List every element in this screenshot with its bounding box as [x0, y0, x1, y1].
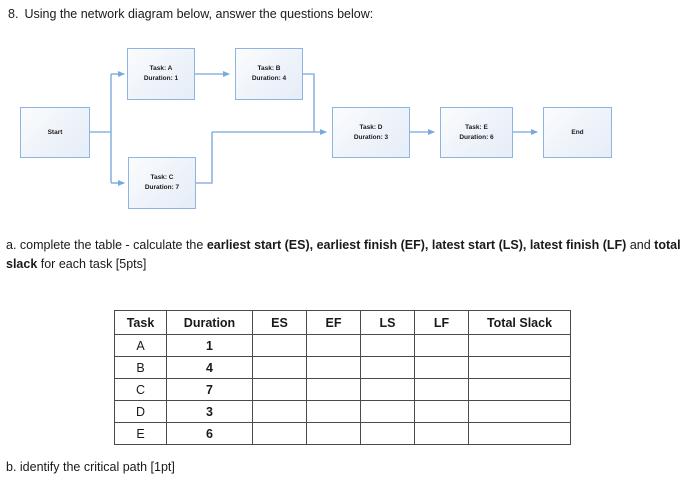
- node-task-b-title: Task: B: [257, 65, 281, 72]
- cell-ls[interactable]: [360, 422, 415, 445]
- node-task-d-title: Task: D: [359, 123, 383, 131]
- part-a-suffix: for each task [5pts]: [37, 257, 147, 271]
- header-total-slack: Total Slack: [468, 310, 571, 335]
- part-a-prefix: a. complete the table - calculate the: [6, 238, 207, 252]
- cell-duration: 4: [166, 356, 253, 379]
- question-prompt: Using the network diagram below, answer …: [24, 7, 374, 21]
- cell-duration: 3: [166, 400, 253, 423]
- connector-b-down: [303, 73, 315, 132]
- table-row: D 3: [114, 400, 571, 423]
- part-a-mid: and: [626, 238, 655, 252]
- cell-ls[interactable]: [360, 334, 415, 357]
- table-row: B 4: [114, 356, 571, 379]
- header-lf: LF: [414, 310, 469, 335]
- cell-es[interactable]: [252, 378, 307, 401]
- node-end-title: End: [571, 128, 584, 136]
- node-task-e[interactable]: Task: E Duration: 6: [440, 107, 513, 158]
- cell-slack[interactable]: [468, 400, 571, 423]
- node-task-d-duration: Duration: 3: [353, 133, 389, 141]
- cell-lf[interactable]: [414, 400, 469, 423]
- header-ls: LS: [360, 310, 415, 335]
- header-duration: Duration: [166, 310, 253, 335]
- part-b-instructions: b. identify the critical path [1pt]: [6, 460, 175, 474]
- cell-task: B: [114, 356, 167, 379]
- cell-ls[interactable]: [360, 356, 415, 379]
- part-a-bold-slack: total slack: [6, 238, 681, 271]
- cell-es[interactable]: [252, 422, 307, 445]
- cell-ef[interactable]: [306, 400, 361, 423]
- cell-duration: 6: [166, 422, 253, 445]
- cell-ef[interactable]: [306, 422, 361, 445]
- cell-task: D: [114, 400, 167, 423]
- cell-duration: 1: [166, 334, 253, 357]
- cell-slack[interactable]: [468, 334, 571, 357]
- node-task-e-duration: Duration: 6: [459, 133, 494, 141]
- slack-table-wrapper: Task Duration ES EF LS LF Total Slack A …: [114, 310, 571, 445]
- table-row: C 7: [114, 378, 571, 401]
- node-start-title: Start: [47, 128, 63, 136]
- question-number: 8.: [8, 7, 19, 21]
- node-task-b-duration: Duration: 4: [251, 75, 287, 82]
- cell-task: E: [114, 422, 167, 445]
- cell-task: A: [114, 334, 167, 357]
- cell-task: C: [114, 378, 167, 401]
- cell-slack[interactable]: [468, 378, 571, 401]
- cell-duration: 7: [166, 378, 253, 401]
- cell-ef[interactable]: [306, 378, 361, 401]
- question-heading: 8. Using the network diagram below, answe…: [8, 6, 373, 22]
- node-start[interactable]: Start: [20, 107, 90, 158]
- table-header-row: Task Duration ES EF LS LF Total Slack: [114, 310, 571, 335]
- header-task: Task: [114, 310, 167, 335]
- cell-es[interactable]: [252, 356, 307, 379]
- table-row: A 1: [114, 334, 571, 357]
- cell-ls[interactable]: [360, 400, 415, 423]
- cell-ls[interactable]: [360, 378, 415, 401]
- cell-slack[interactable]: [468, 422, 571, 445]
- cell-slack[interactable]: [468, 356, 571, 379]
- header-es: ES: [252, 310, 307, 335]
- node-task-e-title: Task: E: [465, 123, 488, 131]
- cell-lf[interactable]: [414, 378, 469, 401]
- cell-ef[interactable]: [306, 356, 361, 379]
- diagram-connectors: [90, 71, 538, 186]
- node-task-d[interactable]: Task: D Duration: 3: [332, 107, 410, 158]
- table-row: E 6: [114, 422, 571, 445]
- header-ef: EF: [306, 310, 361, 335]
- part-a-bold-terms: earliest start (ES), earliest finish (EF…: [206, 238, 627, 252]
- cell-lf[interactable]: [414, 334, 469, 357]
- node-task-c-duration: Duration: 7: [144, 184, 180, 191]
- connector-c-up: [196, 132, 213, 184]
- node-task-c-title: Task: C: [150, 174, 174, 181]
- node-task-a-title: Task: A: [149, 65, 173, 72]
- network-diagram: Start Task: A Duration: 1 Task: B Durati…: [0, 40, 691, 225]
- cell-es[interactable]: [252, 334, 307, 357]
- part-a-instructions: a. complete the table - calculate the ea…: [6, 236, 686, 274]
- node-end[interactable]: End: [543, 107, 612, 158]
- cell-lf[interactable]: [414, 422, 469, 445]
- node-task-c[interactable]: Task: C Duration: 7: [128, 157, 196, 209]
- cell-lf[interactable]: [414, 356, 469, 379]
- cell-ef[interactable]: [306, 334, 361, 357]
- node-task-a[interactable]: Task: A Duration: 1: [127, 48, 195, 100]
- node-task-a-duration: Duration: 1: [143, 75, 179, 82]
- cell-es[interactable]: [252, 400, 307, 423]
- slack-table: Task Duration ES EF LS LF Total Slack A …: [114, 310, 571, 445]
- node-task-b[interactable]: Task: B Duration: 4: [235, 48, 303, 100]
